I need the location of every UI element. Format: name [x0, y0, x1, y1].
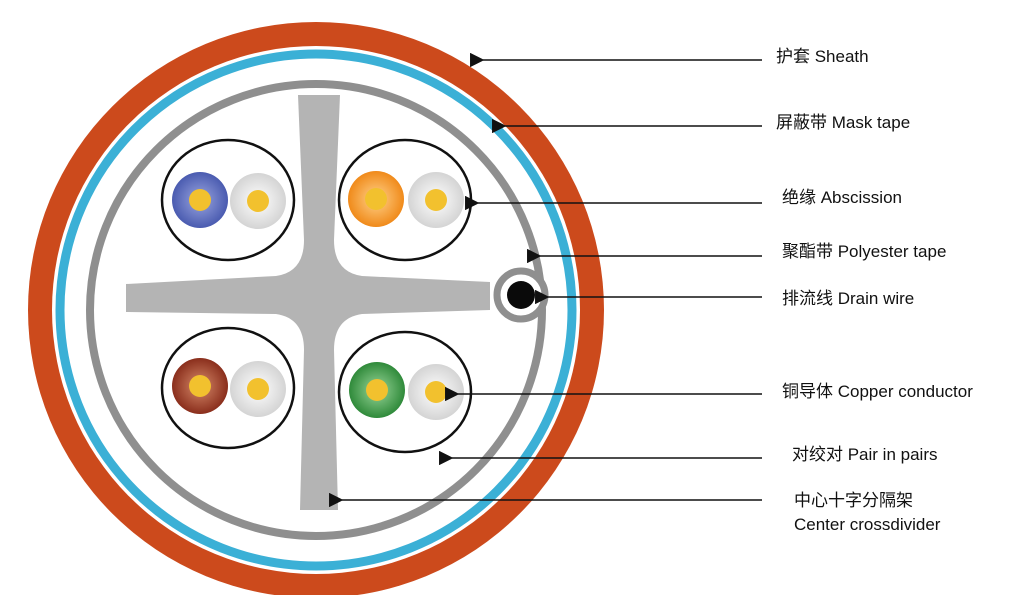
twisted-pair-blue — [160, 138, 296, 262]
copper-conductor — [247, 190, 269, 212]
label-pair-in-pairs: 对绞对 Pair in pairs — [792, 445, 938, 464]
copper-conductor — [365, 188, 387, 210]
label-drain-wire: 排流线 Drain wire — [782, 289, 915, 308]
label-sheath: 护套 Sheath — [776, 47, 869, 66]
label-abscission: 绝缘 Abscission — [782, 188, 902, 207]
copper-conductor — [366, 379, 388, 401]
label-crossdivider-line1: 中心十字分隔架 — [794, 491, 913, 510]
label-crossdivider-line2: Center crossdivider — [794, 515, 941, 534]
label-copper-conductor: 铜导体 Copper conductor — [782, 382, 973, 401]
copper-conductor — [425, 381, 447, 403]
twisted-pair-brown — [160, 326, 296, 450]
copper-conductor — [189, 375, 211, 397]
label-mask-tape: 屏蔽带 Mask tape — [776, 113, 911, 132]
label-polyester-tape: 聚酯带 Polyester tape — [782, 242, 947, 261]
copper-conductor — [189, 189, 211, 211]
mask-tape-layer — [55, 49, 577, 571]
copper-conductor — [425, 189, 447, 211]
twisted-pair-orange — [337, 138, 473, 262]
center-cross-divider — [126, 95, 490, 510]
drain-wire — [507, 281, 535, 309]
twisted-pair-green — [337, 330, 473, 454]
copper-conductor — [247, 378, 269, 400]
